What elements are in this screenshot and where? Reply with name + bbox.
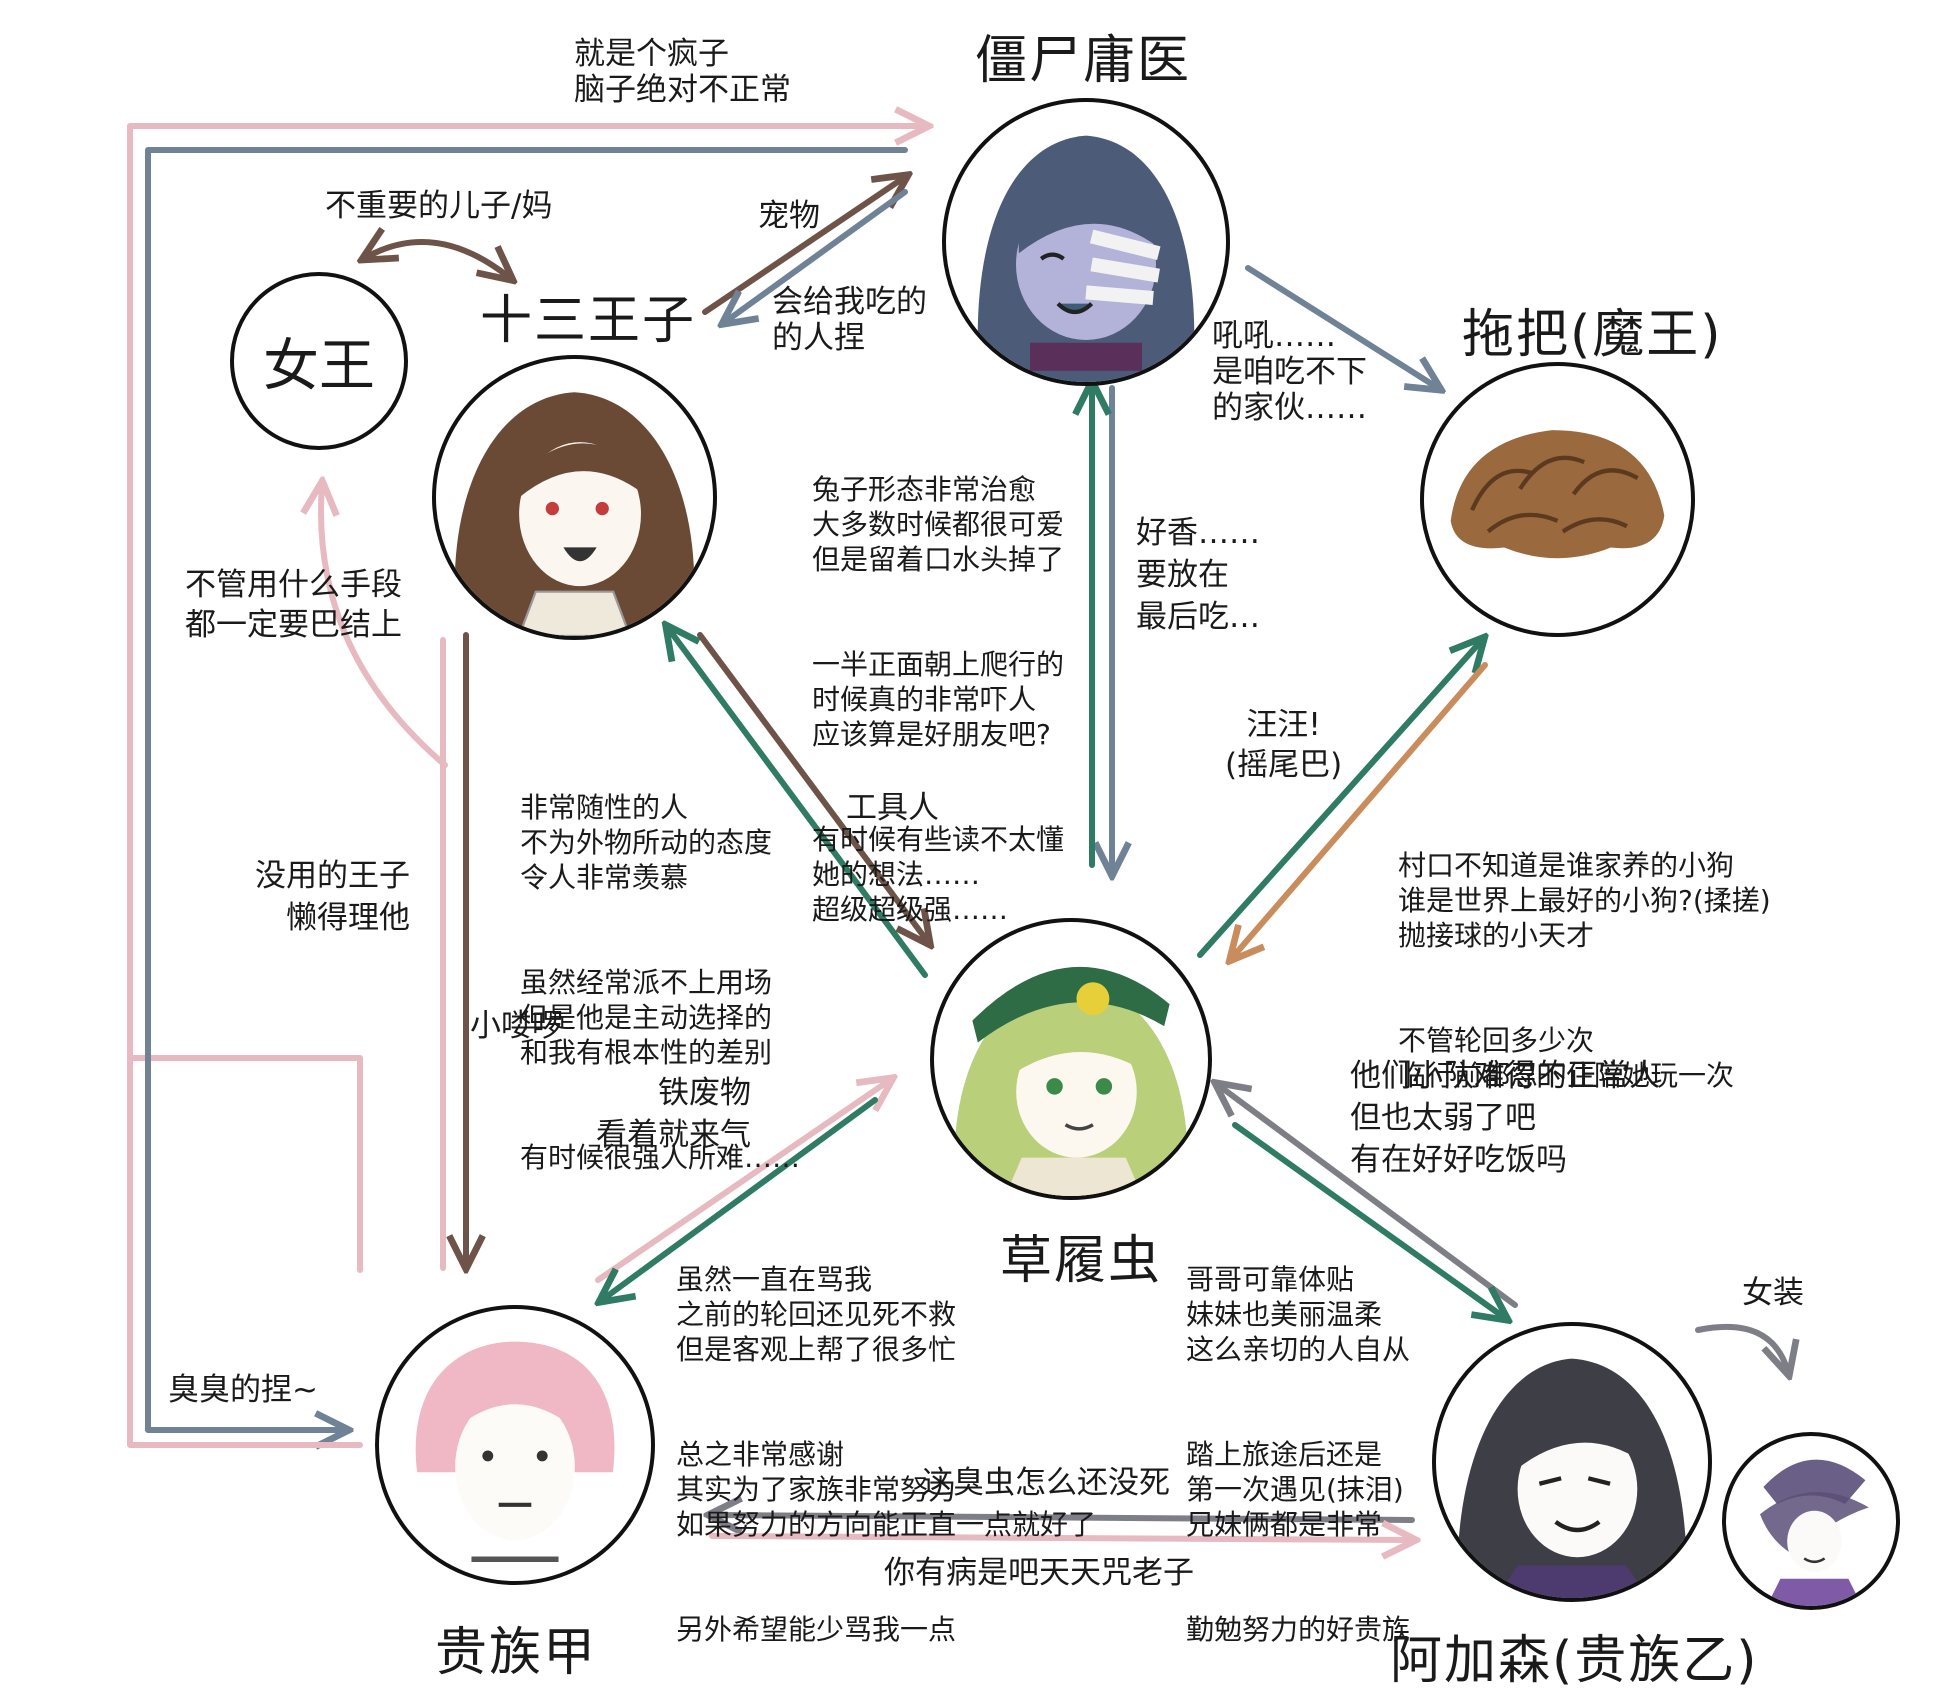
- arrow-doctor-to-nobleA: [145, 147, 908, 1430]
- label-mop-to-zc: 汪汪!(摇尾巴): [1225, 707, 1343, 783]
- portrait-prince13-icon: [454, 392, 695, 636]
- arrow-to-crossdress: [1695, 1324, 1788, 1372]
- arrow-doctor-to-mop: [1245, 265, 1438, 388]
- label-doctor-to-mop: 吼吼……是咱吃不下的家伙……: [1212, 318, 1367, 426]
- label-nobleA-to-zc: 铁废物看着就来气: [596, 1075, 751, 1153]
- arrow-nobleA-to-ajiasen: [709, 1536, 1412, 1540]
- portrait-zouchong-icon: [954, 966, 1188, 1196]
- name-mop: 拖把(魔王): [1462, 305, 1723, 365]
- arrow-frame-pink-bottom: [127, 1055, 363, 1448]
- label-nobleA-to-ajiasen: 你有病是吧天天咒老子: [884, 1555, 1194, 1591]
- portrait-zombie-doctor-icon: [977, 135, 1195, 382]
- label-nobleA-to-doctor: 就是个疯子脑子绝对不正常: [574, 36, 791, 108]
- label-zc-to-ajiasen: 哥哥可靠体贴妹妹也美丽温柔这么亲切的人自从 踏上旅途后还是第一次遇见(抹泪)兄妹…: [1186, 1263, 1411, 1646]
- label-doctor-to-zc: 兔子形态非常治愈大多数时候都很可爱但是留着口水头掉了 一半正面朝上爬行的时候真的…: [812, 473, 1065, 926]
- node-prince13: [432, 355, 717, 640]
- portrait-crossdress-icon: [1760, 1459, 1869, 1606]
- arrow-prince-mother: [365, 242, 510, 278]
- label-feeds-me: 会给我吃的的人捏: [772, 284, 927, 356]
- node-zombie-doctor: [942, 98, 1230, 386]
- label-tool-person: 工具人: [846, 790, 939, 826]
- arrow-zc-to-mop: [1197, 640, 1482, 958]
- label-doctor-to-nobleA: 臭臭的捏~: [168, 1372, 318, 1408]
- portrait-mop-icon: [1450, 430, 1665, 559]
- label-nobleA-to-queen: 不管用什么手段都一定要巴结上: [185, 567, 402, 643]
- node-zouchong: [930, 918, 1212, 1200]
- name-ajiasen: 阿加森(贵族乙): [1390, 1631, 1759, 1691]
- arrow-zc-to-prince: [668, 628, 928, 978]
- name-noble-a: 贵族甲: [435, 1623, 598, 1683]
- label-zc-to-prince: 非常随性的人不为外物所动的态度令人非常羡慕 虽然经常派不上用场但是他是主动选择的…: [520, 791, 801, 1174]
- node-noble-a: [375, 1305, 655, 1585]
- name-zombie-doctor: 僵尸庸医: [975, 31, 1192, 91]
- queen-label: 女王: [263, 333, 375, 399]
- arrow-prince-to-zc: [697, 632, 928, 942]
- name-zouchong: 草履虫: [1000, 1231, 1163, 1291]
- label-pet: 宠物: [758, 198, 820, 234]
- arrow-prince-to-doctor: [702, 177, 905, 315]
- portrait-ajiasen-icon: [1457, 1358, 1687, 1598]
- arrow-nobleA-to-queen: [321, 485, 448, 768]
- label-ajiasen-to-nobleA: 这臭虫怎么还没死: [922, 1465, 1170, 1501]
- arrow-mop-to-zc: [1232, 662, 1488, 958]
- name-prince13: 十三王子: [480, 291, 697, 351]
- label-zc-to-nobleA: 虽然一直在骂我之前的轮回还见死不救但是客观上帮了很多忙 总之非常感谢其实为了家族…: [676, 1263, 1097, 1646]
- label-zc-to-doctor: 好香……要放在最后吃…: [1136, 515, 1260, 635]
- node-queen: 女王: [230, 272, 408, 450]
- node-mop: [1420, 362, 1695, 637]
- label-crossdress: 女装: [1742, 1275, 1804, 1311]
- label-prince-mother: 不重要的儿子/妈: [325, 188, 553, 224]
- arrow-zc-to-ajiasen: [1232, 1122, 1505, 1318]
- label-minion: 小喽啰: [470, 1008, 563, 1044]
- node-ajiasen: [1432, 1322, 1712, 1602]
- label-ajiasen-to-zc: 他们小队难得的正常人但也太弱了吧有在好好吃饭吗: [1350, 1058, 1660, 1178]
- arrow-doctor-to-prince: [725, 189, 908, 322]
- node-crossdress: [1722, 1432, 1900, 1610]
- arrow-nobleA-to-zc: [595, 1080, 890, 1283]
- arrow-zc-to-nobleA: [602, 1097, 878, 1300]
- label-zc-to-mop: 村口不知道是谁家养的小狗谁是世界上最好的小狗?(揉搓)抛接球的小天才 不管轮回多…: [1398, 849, 1771, 1092]
- label-nobleA-to-prince: 没用的王子懒得理他: [255, 858, 410, 936]
- arrow-ajiasen-to-nobleA: [712, 1515, 1415, 1520]
- arrow-ajiasen-to-zc: [1218, 1085, 1518, 1308]
- portrait-noble-a-icon: [415, 1341, 615, 1562]
